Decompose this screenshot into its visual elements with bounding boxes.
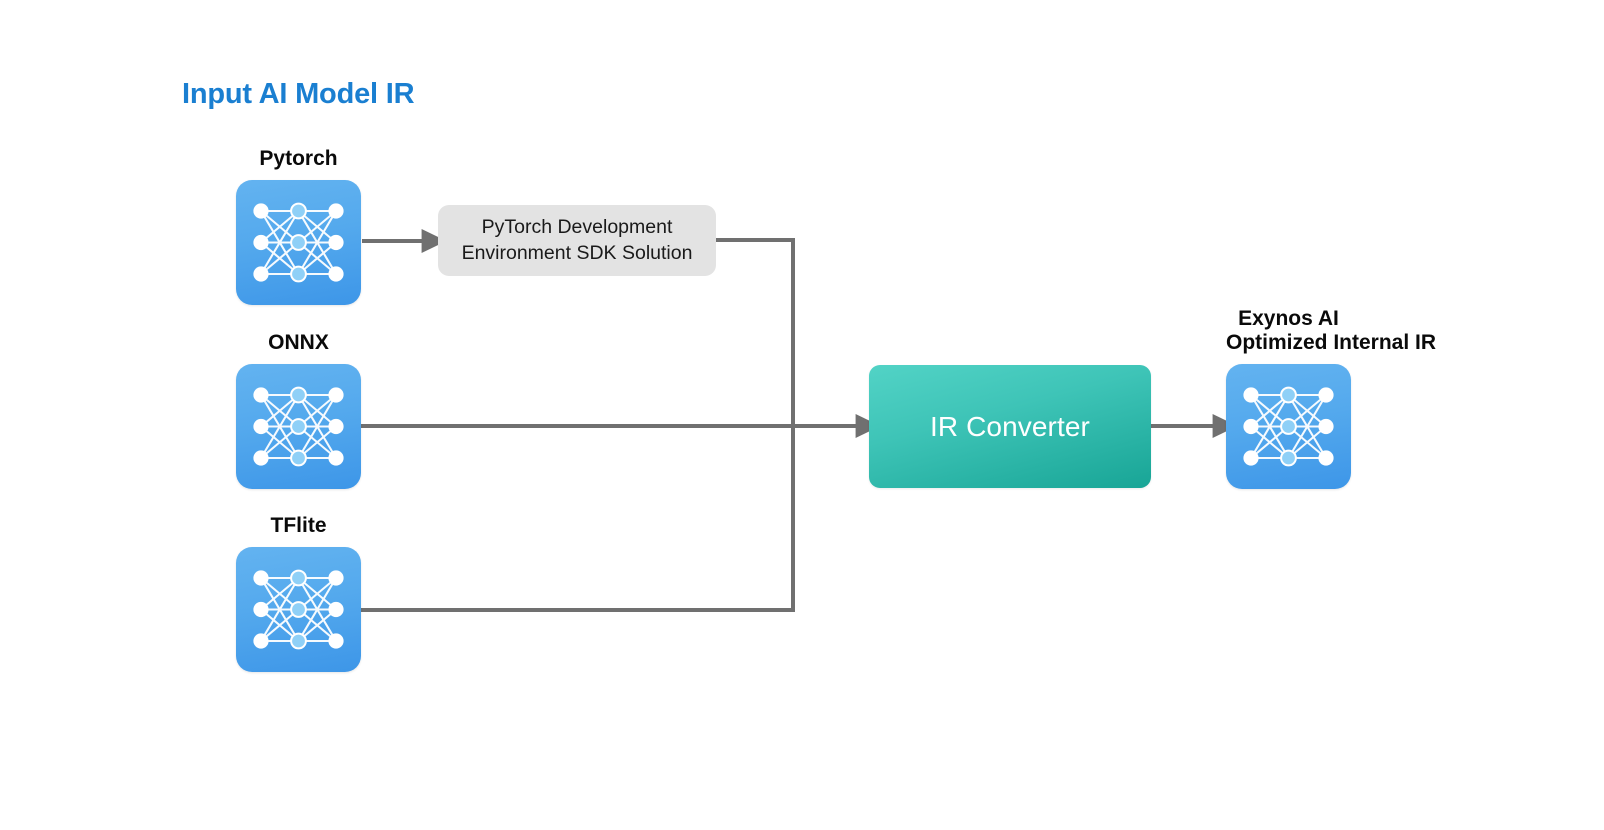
neural-network-icon bbox=[236, 180, 361, 305]
connector-sdk-to-bus bbox=[716, 238, 795, 426]
input-node-tflite-label: TFlite bbox=[270, 514, 327, 537]
neural-network-icon bbox=[236, 547, 361, 672]
output-node-exynos-label-line-1: Exynos AI bbox=[1238, 307, 1339, 330]
input-node-onnx-label: ONNX bbox=[268, 331, 329, 354]
sdk-solution-box-text: PyTorch Development Environment SDK Solu… bbox=[454, 215, 701, 267]
neural-network-icon bbox=[236, 364, 361, 489]
neural-network-icon bbox=[1226, 364, 1351, 489]
sdk-solution-line-1: PyTorch Development bbox=[481, 215, 673, 238]
page-title: Input AI Model IR bbox=[182, 78, 415, 110]
sdk-solution-line-2: Environment SDK Solution bbox=[461, 241, 693, 264]
input-node-pytorch-label: Pytorch bbox=[259, 147, 338, 170]
output-node-exynos-label-line-2: Optimized Internal IR bbox=[1226, 330, 1437, 354]
sdk-solution-box[interactable]: PyTorch Development Environment SDK Solu… bbox=[438, 205, 716, 276]
ir-converter-box[interactable]: IR Converter bbox=[869, 365, 1151, 488]
connector-tflite-to-bus bbox=[360, 426, 795, 612]
ir-converter-label: IR Converter bbox=[930, 410, 1090, 442]
output-node-exynos-label: Exynos AI Optimized Internal IR bbox=[1226, 307, 1436, 354]
